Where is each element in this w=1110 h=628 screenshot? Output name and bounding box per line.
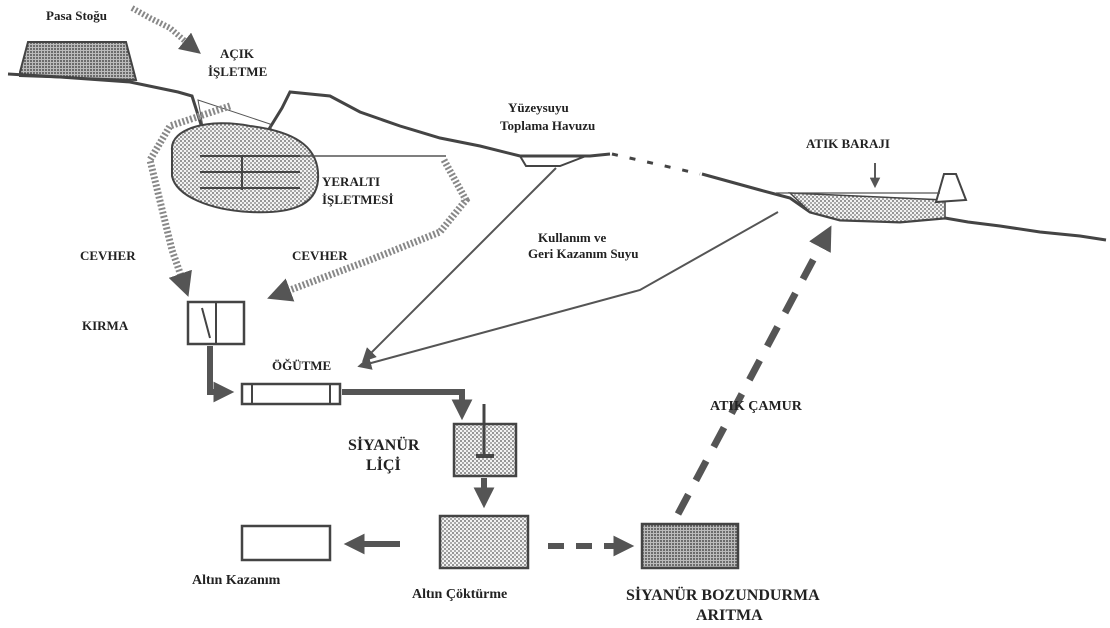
tailings-slurry-arrow (674, 225, 832, 516)
waste-transport-arrow (130, 5, 201, 54)
surface-pond (519, 155, 587, 167)
gold-recovery-box (240, 524, 332, 562)
label-lici: LİÇİ (366, 455, 401, 474)
label-cevher-right: CEVHER (292, 248, 348, 263)
crusher (186, 300, 246, 346)
label-kullanim: Kullanım ve (538, 230, 606, 245)
terrain-line-dashed (611, 152, 701, 176)
label-ogutme: ÖĞÜTME (272, 358, 331, 373)
mine-galleries (200, 155, 300, 190)
label-altin-cokturme: Altın Çöktürme (412, 587, 507, 602)
crusher-to-mill-arrow (207, 346, 235, 403)
label-isletmesi: İŞLETMESİ (322, 192, 394, 207)
label-siyanur: SİYANÜR (348, 435, 420, 454)
ore-path-left (146, 102, 232, 297)
label-yuzeysuyu: Yüzeysuyu (508, 100, 569, 115)
label-pasa-stogu: Pasa Stoğu (46, 8, 107, 23)
label-aritma: ARITMA (696, 607, 763, 624)
cyanide-destruction-box (640, 522, 740, 570)
label-kirma: KIRMA (82, 318, 129, 333)
recycle-water-line-2 (357, 211, 779, 370)
mill-to-leach-arrow (342, 389, 473, 421)
mill (240, 382, 342, 406)
label-yeralti: YERALTI (322, 174, 380, 189)
label-geri-kazanim: Geri Kazanım Suyu (528, 246, 639, 261)
label-siyanur-bozundurma: SİYANÜR BOZUNDURMA (626, 585, 820, 604)
ore-path-right (267, 158, 471, 302)
label-toplama-havuzu: Toplama Havuzu (500, 118, 595, 133)
recycle-water-line-1 (362, 167, 557, 362)
label-acik: AÇIK (220, 46, 255, 61)
label-atik-baraji: ATIK BARAJI (806, 136, 890, 151)
terrain-line (7, 72, 611, 158)
tailings-dam (788, 192, 946, 223)
label-atik-camur: ATIK ÇAMUR (710, 399, 803, 414)
gold-precipitation-box (438, 514, 530, 570)
label-isletme: İŞLETME (208, 64, 267, 79)
dam-wall (934, 173, 968, 204)
label-cevher-left: CEVHER (80, 248, 136, 263)
label-altin-kazanim: Altın Kazanım (192, 573, 281, 588)
underground-mine (170, 122, 320, 214)
leach-tank (452, 404, 518, 478)
